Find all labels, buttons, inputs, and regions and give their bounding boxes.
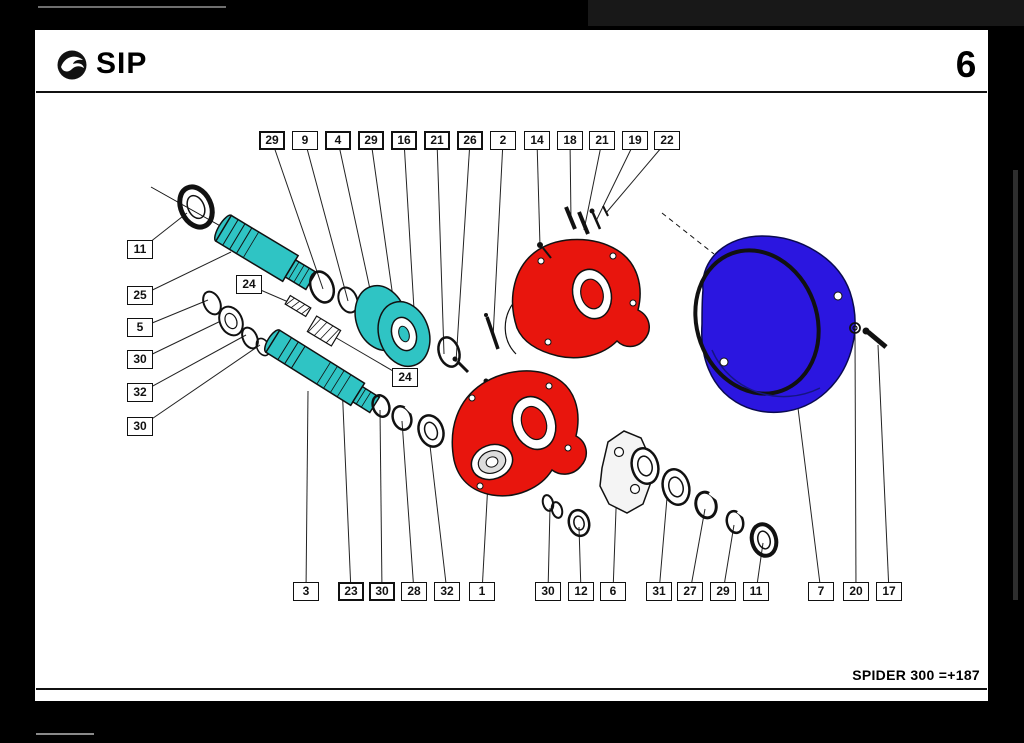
retaining-rings-upper [308, 270, 359, 314]
input-oil-seal [177, 184, 215, 230]
brand: SIP [55, 46, 147, 82]
screws-cluster [537, 205, 609, 259]
header-divider [36, 91, 987, 93]
rear-housing [511, 238, 650, 359]
bolt [862, 327, 888, 349]
scan-artifact [588, 0, 1024, 26]
ball-bearing [630, 447, 691, 506]
input-shaft [213, 214, 318, 291]
output-oil-seal [749, 522, 779, 558]
circlip [694, 490, 747, 535]
scan-artifact [38, 6, 226, 8]
footer-divider [36, 688, 987, 690]
sip-logo-icon [57, 50, 87, 80]
page-number: 6 [955, 44, 977, 85]
gasket-outline [504, 301, 517, 355]
pulley-gear [354, 284, 431, 368]
retaining-ring [437, 336, 461, 368]
scan-artifact [1013, 170, 1018, 600]
washer [849, 322, 861, 334]
output-shaft [263, 329, 381, 414]
retaining-rings-lower [371, 394, 445, 448]
front-housing [451, 370, 588, 497]
model-caption: SPIDER 300 =+187 [852, 667, 980, 683]
gear-cover [693, 235, 856, 414]
small-rings [541, 494, 591, 538]
washer-stack [202, 290, 271, 357]
shaft-key [284, 294, 312, 318]
shaft-key [306, 315, 342, 347]
brand-name: SIP [96, 47, 148, 80]
scan-artifact [36, 733, 94, 735]
